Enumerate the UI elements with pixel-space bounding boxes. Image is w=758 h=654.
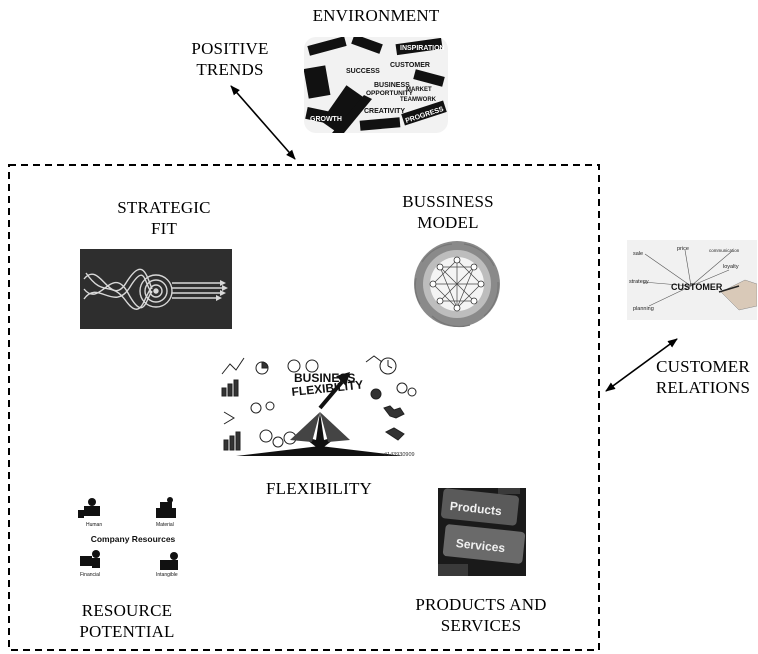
customer-arrow — [605, 338, 678, 392]
word-inspiration: INSPIRATION — [400, 45, 445, 52]
customer-word: CUSTOMER — [671, 282, 723, 292]
word-communication: communication — [709, 248, 740, 253]
customer-mindmap-image: sale price communication strategy loyalt… — [627, 240, 757, 320]
word-business: BUSINESS — [374, 82, 410, 89]
word-success: SUCCESS — [346, 68, 380, 75]
flexibility-label: FLEXIBILITY — [265, 479, 373, 498]
company-resources-text: Company Resources — [91, 534, 176, 544]
word-loyalty: loyalty — [723, 264, 739, 270]
resource-intangible: Intangible — [156, 572, 178, 578]
environment-word-collage: INSPIRATION GROWTH PROGRESS SUCCESS BUSI… — [304, 37, 448, 133]
word-price: price — [677, 246, 689, 252]
resource-human: Human — [86, 522, 102, 528]
resource-material: Material — [156, 522, 174, 528]
word-strategy: strategy — [629, 279, 649, 285]
company-boundary-frame — [8, 164, 600, 651]
word-sale: sale — [633, 251, 643, 257]
products-services-keyboard-image: Products Services — [438, 488, 526, 576]
resource-potential-label: RESOURCE POTENTIAL — [79, 601, 175, 641]
word-teamwork: TEAMWORK — [400, 97, 437, 103]
word-customer: CUSTOMER — [390, 62, 430, 69]
word-planning: planning — [633, 306, 654, 312]
business-word: BUSINESS — [294, 371, 355, 385]
services-key-text: Services — [455, 536, 506, 555]
business-model-cycle-image — [412, 238, 502, 330]
business-model-label: BUSSINESS MODEL — [402, 192, 494, 232]
word-growth: GROWTH — [310, 116, 342, 123]
products-services-label: PRODUCTS AND SERVICES — [415, 595, 547, 635]
strategic-fit-target-image — [80, 249, 232, 329]
business-flexibility-image: BUSINESS FLEXIBILITY #143930909 — [216, 352, 422, 460]
word-opportunity: OPPORTUNITY — [366, 90, 414, 97]
stock-id: #143930909 — [384, 452, 415, 458]
environment-label: ENVIRONMENT — [312, 6, 440, 25]
word-creativity: CREATIVITY — [364, 108, 405, 115]
customer-relations-label: CUSTOMER RELATIONS — [655, 357, 751, 397]
environment-arrow — [230, 85, 296, 160]
products-key-text: Products — [449, 499, 503, 518]
word-market: MARKET — [406, 87, 432, 93]
network-cycle-icon — [414, 241, 500, 328]
company-resources-image: Human Material Financial Intangible Comp… — [76, 494, 190, 584]
positive-trends-label: POSITIVE TRENDS — [191, 39, 269, 79]
target-arrows-icon — [80, 249, 232, 329]
resource-financial: Financial — [80, 572, 100, 578]
strategic-fit-label: STRATEGIC FIT — [117, 198, 211, 238]
